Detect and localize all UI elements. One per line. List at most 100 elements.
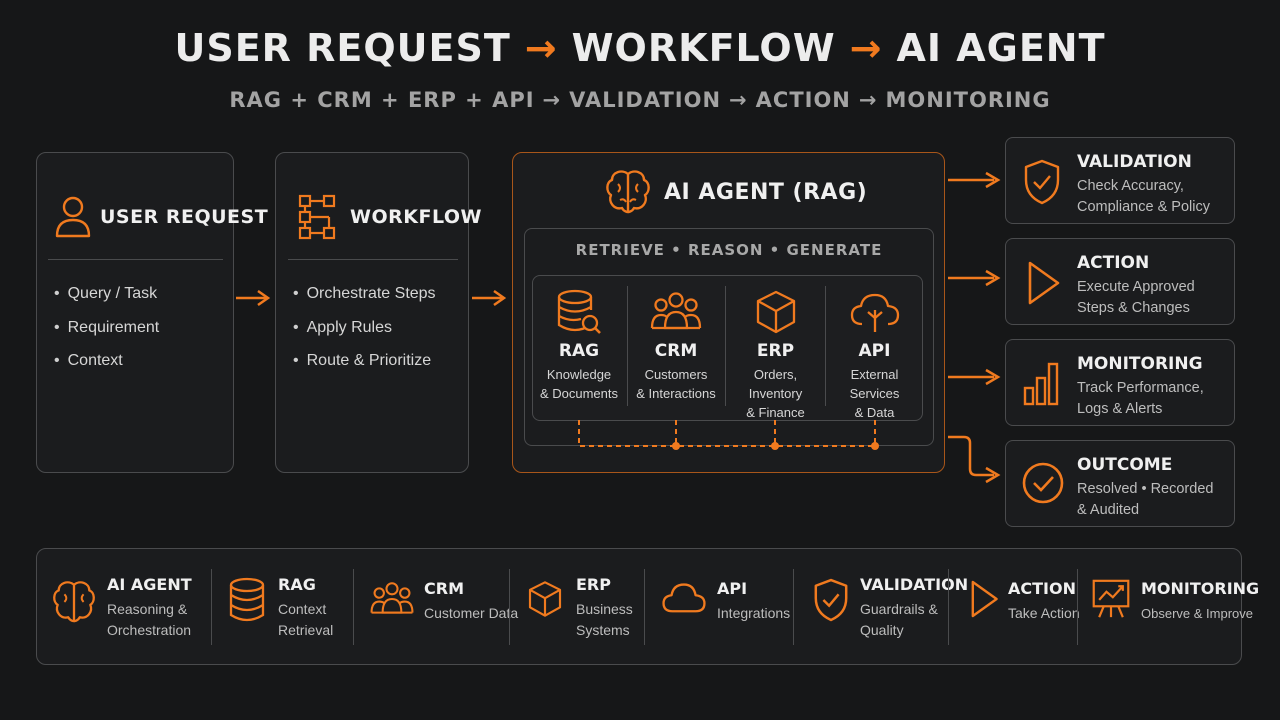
output-title: ACTION — [1077, 253, 1150, 273]
output-desc-line: Steps & Changes — [1077, 300, 1190, 316]
source-desc: & Data — [854, 405, 895, 420]
output-arrows — [948, 171, 1001, 484]
play-icon — [971, 580, 998, 618]
subtitle-arrow: → — [858, 88, 878, 112]
legend-ai-agent: AI AGENT Reasoning &Orchestration — [51, 571, 211, 643]
source-name: API — [858, 341, 891, 361]
legend-desc-line: Context — [278, 601, 327, 617]
legend-desc-line: Quality — [860, 622, 904, 638]
output-title: VALIDATION — [1077, 152, 1192, 172]
list-item: Apply Rules — [293, 318, 436, 352]
output-desc-line: Resolved • Recorded — [1077, 481, 1214, 497]
legend-title: AI AGENT — [107, 575, 192, 594]
legend-desc-line: Business — [576, 601, 633, 617]
divider — [509, 569, 510, 645]
agent-tagline: RETRIEVE • REASON • GENERATE — [575, 241, 883, 259]
legend-desc-line: Retrieval — [278, 622, 334, 638]
source-desc: Customers — [644, 367, 708, 382]
subtitle-arrow: → — [542, 88, 562, 112]
users-icon — [650, 292, 702, 330]
divider — [288, 259, 458, 260]
user-request-title: USER REQUEST — [100, 206, 269, 228]
divider — [793, 569, 794, 645]
subtitle-arrow: → — [729, 88, 748, 112]
output-desc-line: Check Accuracy, — [1077, 178, 1184, 194]
legend-validation: VALIDATION Guardrails & Quality — [812, 571, 968, 643]
monitor-chart-icon — [1092, 579, 1130, 618]
legend-title: CRM — [424, 579, 464, 598]
subtitle-part-monitoring: MONITORING — [885, 88, 1051, 112]
workflow-list: Orchestrate Steps Apply Rules Route & Pr… — [293, 284, 436, 385]
title-arrow: → — [524, 26, 558, 70]
source-desc: Knowledge — [546, 367, 612, 382]
title-arrow: → — [849, 26, 883, 70]
subtitle-part-validation: VALIDATION — [569, 88, 722, 112]
workflow-icon — [298, 194, 336, 240]
divider — [825, 286, 826, 406]
list-item: Route & Prioritize — [293, 351, 436, 385]
cube-icon — [756, 290, 795, 334]
legend-desc-line: Systems — [576, 622, 630, 638]
legend-desc-line: Guardrails & — [860, 601, 938, 617]
output-desc: Check Accuracy,Compliance & Policy — [1077, 176, 1232, 218]
flow-arrow — [472, 289, 507, 307]
source-api: API External Services & Data — [827, 288, 922, 422]
legend-title: API — [717, 579, 748, 598]
list-item: Orchestrate Steps — [293, 284, 436, 318]
title-part-user-request: USER REQUEST — [174, 26, 511, 70]
output-desc-line: Execute Approved — [1077, 279, 1195, 295]
legend-desc: Take Action — [1008, 605, 1080, 621]
subtitle-part-sources: RAG + CRM + ERP + API — [229, 88, 535, 112]
source-desc: & Documents — [539, 386, 619, 401]
legend-title: VALIDATION — [860, 575, 969, 594]
cloud-icon — [662, 583, 706, 613]
divider — [353, 569, 354, 645]
output-monitoring: MONITORING Track Performance,Logs & Aler… — [1005, 339, 1235, 426]
legend-title: ERP — [576, 575, 611, 594]
data-sources-panel — [532, 275, 923, 421]
subtitle-part-action: ACTION — [755, 88, 851, 112]
check-circle-icon — [1022, 462, 1064, 504]
users-icon — [370, 582, 414, 614]
database-icon — [229, 577, 265, 622]
list-item: Requirement — [54, 318, 160, 352]
source-name: RAG — [558, 341, 600, 361]
source-name: ERP — [756, 341, 795, 361]
source-desc: Orders, Inventory — [748, 367, 803, 401]
list-item: Query / Task — [54, 284, 159, 318]
brain-icon — [53, 581, 95, 623]
legend-desc: Customer Data — [424, 605, 519, 621]
cloud-icon — [850, 293, 899, 332]
divider — [48, 259, 223, 260]
legend-api: API Integrations — [660, 571, 790, 643]
play-icon — [1028, 261, 1060, 305]
flow-arrow — [236, 289, 271, 307]
legend-action: ACTION Take Action — [966, 571, 1080, 643]
shield-check-icon — [1024, 159, 1060, 205]
divider — [1077, 569, 1078, 645]
page-title: USER REQUEST → WORKFLOW → AI AGENT — [0, 26, 1280, 70]
legend-monitoring: MONITORING Observe & Improve — [1091, 571, 1259, 643]
divider — [948, 569, 949, 645]
source-desc: & Finance — [746, 405, 805, 420]
title-part-ai-agent: AI AGENT — [896, 26, 1106, 70]
database-search-icon — [557, 289, 601, 334]
legend-title: RAG — [278, 575, 316, 594]
legend-desc-line: Reasoning & — [107, 601, 188, 617]
legend-desc: Integrations — [717, 605, 791, 621]
source-rag: RAG Knowledge & Documents — [533, 288, 625, 403]
divider — [725, 286, 726, 406]
bar-chart-icon — [1023, 362, 1059, 406]
legend-desc: Reasoning &Orchestration — [107, 599, 191, 641]
legend-crm: CRM Customer Data — [369, 571, 518, 643]
list-item: Context — [54, 351, 159, 385]
title-part-workflow: WORKFLOW — [571, 26, 836, 70]
divider — [627, 286, 628, 406]
legend-desc: Guardrails & Quality — [860, 599, 938, 641]
output-desc-line: Logs & Alerts — [1077, 401, 1163, 417]
source-desc: External Services — [849, 367, 900, 401]
